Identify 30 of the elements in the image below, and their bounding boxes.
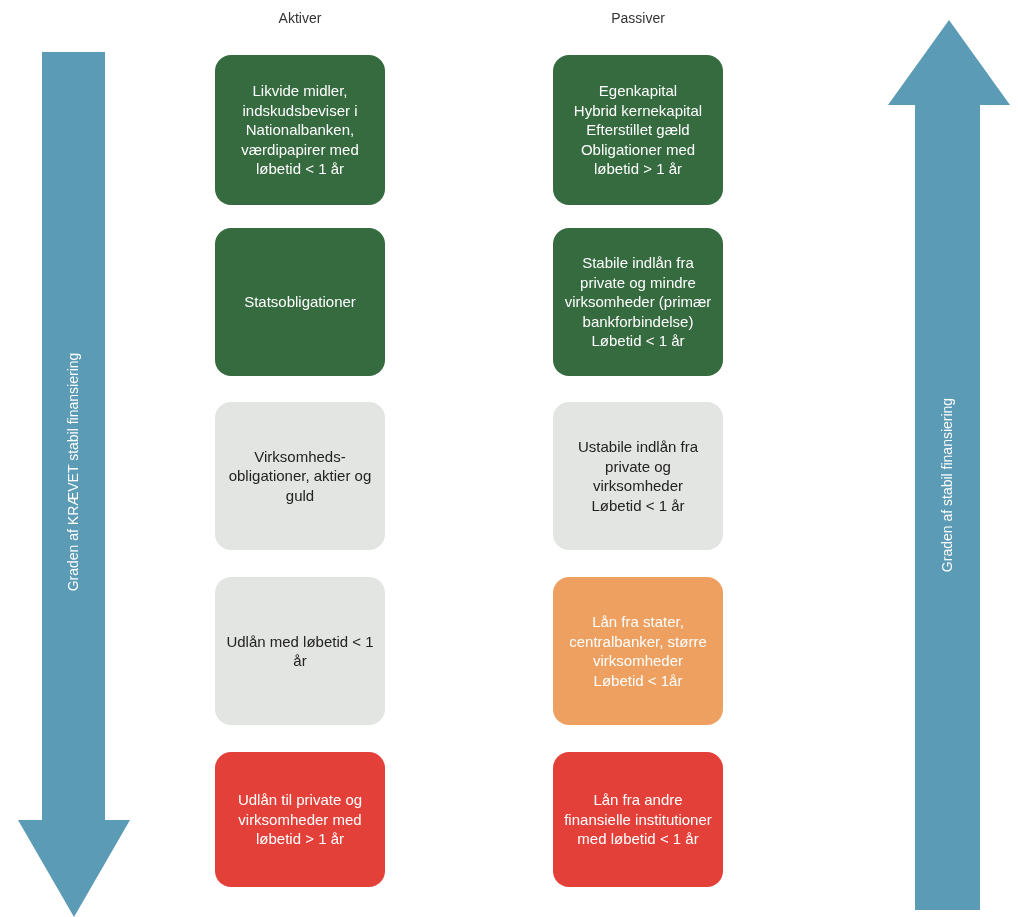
box-text: Stabile indlån fra private og mindre virksomheder (primær bankforbindelse)	[563, 253, 713, 332]
box-text: Løbetid < 1 år	[591, 331, 685, 351]
category-box	[215, 577, 385, 725]
box-text: Løbetid < 1 år	[591, 495, 685, 515]
box-text: Statsobligationer	[244, 292, 356, 312]
box-text: Udlån til private og virksomheder med løbetid > 1 år	[236, 790, 364, 849]
category-box	[215, 55, 385, 205]
arrow-label: Graden af stabil finansiering	[939, 397, 955, 573]
category-box	[553, 228, 723, 376]
arrow-label: Graden af KRÆVET stabil finansiering	[65, 352, 81, 592]
category-box	[215, 402, 385, 550]
category-box	[553, 402, 723, 550]
box-text: Obligationer med løbetid > 1 år	[579, 139, 697, 179]
box-text: Virksomheds-obligationer, aktier og guld	[227, 446, 373, 506]
category-box	[215, 752, 385, 887]
box-text: Likvide midler, indskudsbeviser i Nationalbanken, værdipapirer med løbetid < 1 år	[240, 81, 360, 179]
column-heading: Passiver	[610, 10, 666, 26]
box-text: Ustabile indlån fra private og virksomheder	[576, 437, 700, 496]
category-box	[215, 228, 385, 376]
category-box	[553, 577, 723, 725]
category-box	[553, 55, 723, 205]
box-text: Hybrid kernekapital	[573, 100, 703, 121]
box-text: Egenkapital	[598, 81, 678, 101]
box-text: Lån fra andre finansielle institutioner med løbetid < 1 år	[563, 790, 713, 849]
box-text: Løbetid < 1år	[593, 670, 683, 690]
box-text: Lån fra stater, centralbanker, større virksomheder	[568, 612, 708, 671]
box-text: Efterstillet gæld	[586, 120, 690, 140]
box-text: Udlån med løbetid < 1 år	[225, 631, 375, 671]
category-box	[553, 752, 723, 887]
column-heading: Aktiver	[277, 10, 323, 26]
